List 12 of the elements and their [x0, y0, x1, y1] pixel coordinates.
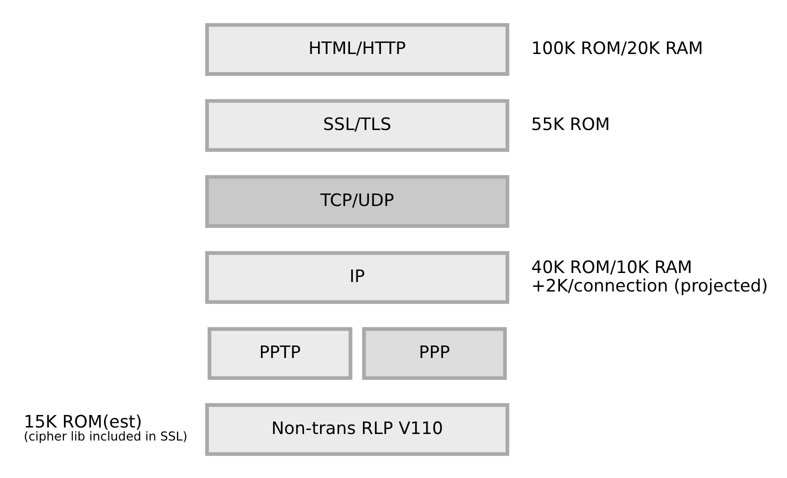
node-box: IP — [204, 250, 509, 304]
node-label: 15K ROM(est) — [23, 412, 142, 432]
node-box: Non-trans RLP V110 — [204, 402, 509, 456]
node-label: 55K ROM — [530, 114, 610, 135]
node-label: 40K ROM/10K RAM +2K/connection (projected) — [530, 257, 768, 296]
node-box: PPTP — [207, 326, 352, 380]
node-box: PPP — [362, 326, 506, 380]
node-label: (cipher lib included in SSL) — [23, 429, 187, 444]
node-label: 100K ROM/20K RAM — [530, 38, 703, 58]
node-box: SSL/TLS — [204, 98, 509, 152]
node-box: TCP/UDP — [204, 174, 509, 228]
node-box: HTML/HTTP — [204, 22, 509, 76]
